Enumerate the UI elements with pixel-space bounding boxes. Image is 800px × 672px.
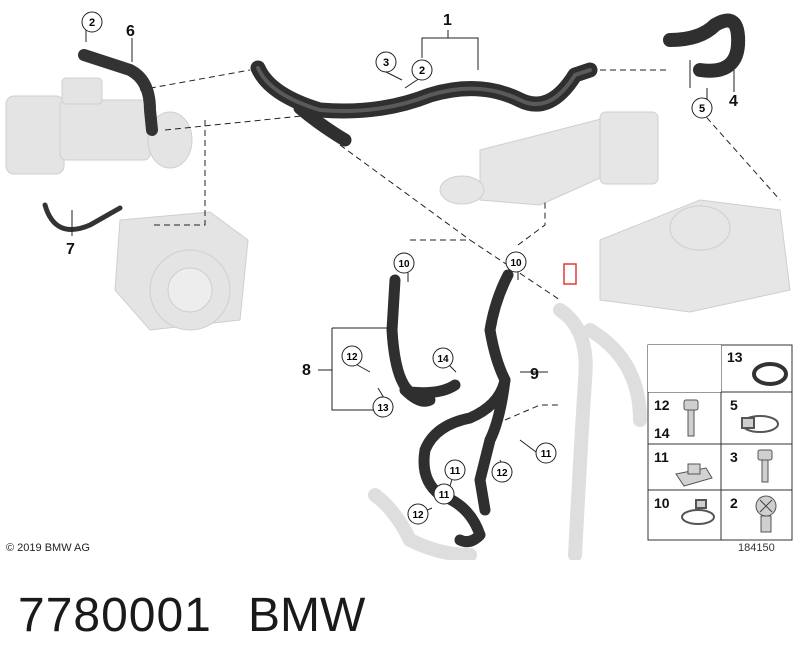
diagram-code: 184150 — [738, 542, 775, 554]
label-4: 4 — [729, 93, 738, 110]
hose-6 — [78, 49, 158, 136]
callout-12-c-text: 12 — [412, 510, 424, 521]
callout-12-b-text: 12 — [496, 468, 508, 479]
o-ring-icon — [752, 362, 788, 386]
clamp-10-icon — [681, 499, 715, 525]
legend-10: 10 — [654, 495, 670, 511]
callout-10-right-text: 10 — [510, 258, 522, 269]
copyright-text: © 2019 BMW AG — [6, 542, 90, 554]
callout-14-text: 14 — [437, 354, 449, 365]
legend-3: 3 — [730, 449, 738, 465]
red-highlight — [563, 263, 577, 285]
screw-2-icon — [755, 495, 777, 533]
legend-5: 5 — [730, 397, 738, 413]
callout-2-top-left-text: 2 — [89, 17, 95, 29]
bracket-lines — [71, 30, 735, 515]
label-1: 1 — [443, 12, 452, 29]
callout-11-a: 11 — [535, 442, 557, 464]
hose-8 — [386, 274, 461, 407]
water-pump-right — [599, 199, 791, 313]
callout-11-c: 11 — [433, 483, 455, 505]
callout-11-b: 11 — [444, 459, 466, 481]
callout-11-b-text: 11 — [450, 466, 461, 477]
hose-7 — [42, 202, 123, 232]
callout-10-left-text: 10 — [398, 259, 410, 270]
callout-11-c-text: 11 — [439, 490, 450, 501]
water-pump-left — [114, 211, 249, 331]
legend-12: 12 — [654, 397, 670, 413]
bolt-12-icon — [683, 399, 699, 437]
egr-cooler-center — [439, 111, 659, 206]
callout-12-a: 12 — [341, 345, 363, 367]
hose-4 — [663, 13, 746, 78]
hardware-legend: 13 12 14 5 11 3 10 2 — [647, 344, 793, 541]
callout-10-left: 10 — [393, 252, 415, 274]
callout-13: 13 — [372, 396, 394, 418]
callout-3: 3 — [375, 51, 397, 73]
callout-5: 5 — [691, 97, 713, 119]
coolant-pipe-ghost — [368, 303, 647, 560]
label-9: 9 — [530, 366, 539, 383]
legend-14: 14 — [654, 425, 670, 441]
callout-10-right: 10 — [505, 251, 527, 273]
hose-9 — [418, 269, 514, 548]
legend-13: 13 — [727, 349, 743, 365]
legend-2: 2 — [730, 495, 738, 511]
label-8: 8 — [302, 362, 311, 379]
nut-clip-11-icon — [675, 463, 713, 487]
callout-5-text: 5 — [699, 103, 705, 115]
label-6: 6 — [126, 23, 135, 40]
plain-labels: 1 6 4 7 8 9 — [66, 12, 738, 383]
callout-11-a-text: 11 — [541, 449, 552, 460]
legend-11: 11 — [654, 449, 669, 465]
hose-clamp-5-icon — [741, 415, 779, 433]
callouts: 2 3 2 5 10 10 12 14 13 11 11 12 12 11 — [81, 11, 713, 525]
callout-14: 14 — [432, 347, 454, 369]
callout-12-b: 12 — [491, 461, 513, 483]
egr-cooler-left — [5, 77, 193, 175]
callout-12-c: 12 — [407, 503, 429, 525]
label-7: 7 — [66, 241, 75, 258]
callout-13-text: 13 — [377, 403, 389, 414]
brand-name: BMW — [248, 589, 366, 642]
part-number: 7780001 — [18, 589, 212, 642]
callout-2-center: 2 — [411, 59, 433, 81]
parts-diagram: 2 3 2 5 10 10 12 14 13 11 11 12 12 11 1 … — [5, 11, 793, 560]
hose-1-main — [250, 60, 598, 147]
callout-12-a-text: 12 — [346, 352, 358, 363]
bolt-3-icon — [757, 449, 773, 483]
callout-2-center-text: 2 — [419, 65, 425, 77]
callout-2-top-left: 2 — [81, 11, 103, 33]
callout-3-text: 3 — [383, 57, 389, 69]
